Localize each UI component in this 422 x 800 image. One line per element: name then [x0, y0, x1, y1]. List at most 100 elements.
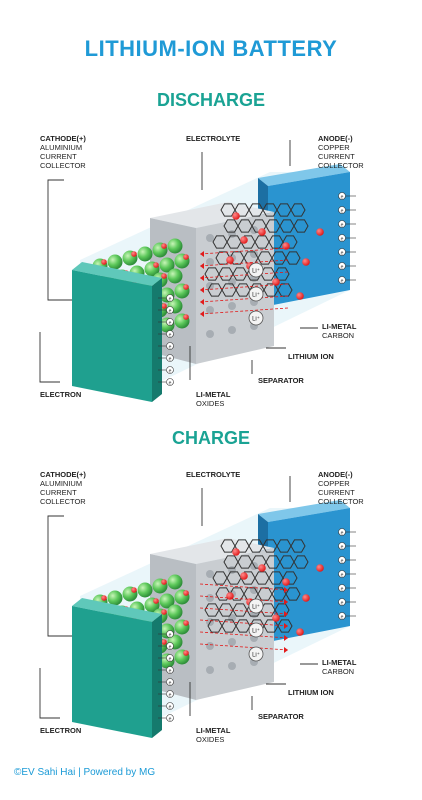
lithium-ion: Li⁺: [248, 646, 264, 662]
electron-marker: e: [158, 714, 174, 723]
electron-marker: e: [338, 612, 356, 621]
label-separator-heading: SEPARATOR: [258, 712, 304, 721]
panel-title-discharge: DISCHARGE: [156, 90, 265, 110]
graphite-lattice: [204, 539, 309, 633]
electrolyte-pore: [206, 330, 214, 338]
lithium-atom: [161, 273, 167, 279]
oxide-sphere: [137, 582, 153, 598]
ion-arrow-head: [200, 275, 204, 281]
svg-text:e: e: [169, 693, 172, 699]
graphite-hex: [234, 539, 250, 553]
graphite-hex: [276, 539, 292, 553]
svg-text:e: e: [169, 345, 172, 351]
electrolyte-pore: [228, 662, 236, 670]
electrolyte-pore: [206, 642, 214, 650]
label-separator-heading: SEPARATOR: [258, 376, 304, 385]
label-cathode-line-0: ALUMINIUM: [40, 143, 83, 152]
electrolyte-pore: [228, 614, 236, 622]
electrolyte-block: [150, 202, 274, 364]
label-lithium-ion-heading: LITHIUM ION: [288, 688, 334, 697]
svg-text:e: e: [169, 645, 172, 651]
graphite-hex: [257, 587, 273, 601]
label-cathode-heading: CATHODE(+): [40, 470, 86, 479]
svg-text:e: e: [169, 369, 172, 375]
lithium-atom: [232, 212, 240, 220]
electron-marker: e: [158, 306, 174, 315]
label-li-metal-carbon-heading: LI-METAL: [322, 322, 357, 331]
graphite-hex: [285, 251, 301, 265]
svg-text:e: e: [341, 195, 344, 201]
graphite-hex: [220, 203, 236, 217]
oxide-sphere: [167, 268, 183, 284]
leader-line: [39, 668, 60, 719]
lithium-atom: [296, 628, 304, 636]
svg-text:e: e: [341, 531, 344, 537]
electron-marker: e: [338, 192, 356, 201]
graphite-hex: [290, 203, 306, 217]
lithium-atom: [183, 620, 189, 626]
lithium-atom: [161, 303, 167, 309]
ion-arrow-head: [284, 635, 288, 641]
lithium-atom: [161, 609, 167, 615]
label-anode-line-1: CURRENT: [318, 488, 355, 497]
label-separator: SEPARATOR: [258, 712, 304, 721]
lithium-ion: Li⁺: [248, 262, 264, 278]
graphite-hex: [215, 587, 231, 601]
graphite-hex: [262, 539, 278, 553]
ion-arrow-head: [200, 251, 204, 257]
electron-marker: e: [158, 366, 174, 375]
label-li-metal-oxides-heading: LI-METAL: [196, 390, 231, 399]
svg-text:e: e: [169, 681, 172, 687]
electrolyte-pore: [228, 302, 236, 310]
electron-marker: e: [338, 528, 356, 537]
svg-text:e: e: [341, 265, 344, 271]
label-anode-line-0: COPPER: [318, 143, 350, 152]
lithium-atom: [183, 314, 189, 320]
oxide-sphere: [107, 590, 123, 606]
electron-marker: e: [338, 248, 356, 257]
graphite-hex: [265, 555, 281, 569]
label-anode-line-1: CURRENT: [318, 152, 355, 161]
ion-arrow-head: [284, 587, 288, 593]
cathode-plate: [72, 598, 162, 738]
electron-marker: e: [158, 330, 174, 339]
svg-text:Li⁺: Li⁺: [252, 604, 260, 611]
electron-marker: e: [338, 220, 356, 229]
electron-marker: e: [158, 666, 174, 675]
graphite-hex: [257, 251, 273, 265]
label-anode-heading: ANODE(-): [318, 134, 353, 143]
lithium-atom: [302, 594, 310, 602]
label-electron-heading: ELECTRON: [40, 726, 82, 735]
lithium-atom: [161, 639, 167, 645]
svg-text:e: e: [169, 705, 172, 711]
lithium-atom: [282, 578, 290, 586]
lithium-atom: [183, 650, 189, 656]
svg-text:e: e: [169, 717, 172, 723]
ion-arrow-head: [200, 299, 204, 305]
leader-line: [47, 179, 72, 301]
graphite-hex: [290, 539, 306, 553]
electron-marker: e: [338, 262, 356, 271]
oxide-sphere: [159, 257, 175, 273]
electron-marker: e: [338, 276, 356, 285]
label-lithium-ion-heading: LITHIUM ION: [288, 352, 334, 361]
label-electron-heading: ELECTRON: [40, 390, 82, 399]
electron-marker: e: [158, 630, 174, 639]
electron-marker: e: [158, 342, 174, 351]
ion-arrow-head: [200, 263, 204, 269]
graphite-hex: [271, 587, 287, 601]
graphite-hex: [274, 267, 290, 281]
svg-text:e: e: [169, 321, 172, 327]
graphite-hex: [207, 619, 223, 633]
svg-text:Li⁺: Li⁺: [252, 292, 260, 299]
graphite-hex: [212, 571, 228, 585]
electron-marker: e: [158, 678, 174, 687]
graphite-hex: [235, 619, 251, 633]
lithium-atom: [153, 262, 159, 268]
graphite-hex: [237, 555, 253, 569]
electron-marker: e: [158, 294, 174, 303]
